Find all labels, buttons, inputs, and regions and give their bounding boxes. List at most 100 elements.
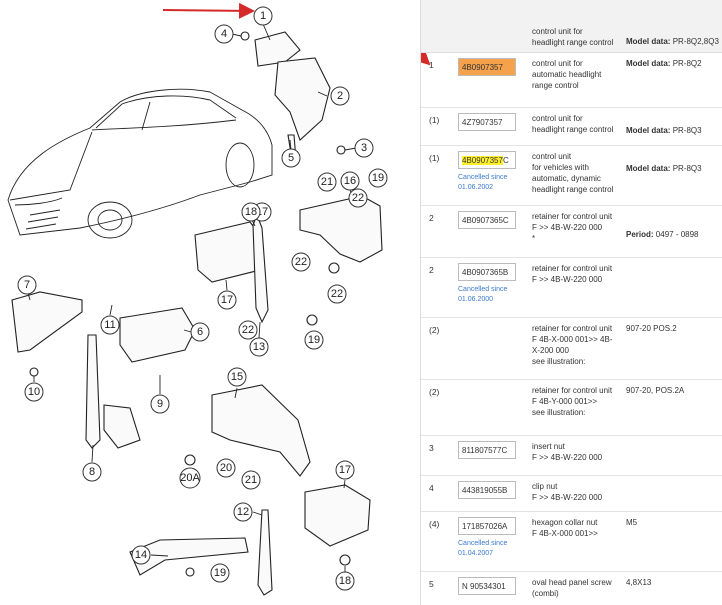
svg-text:9: 9 [157, 398, 163, 410]
callout-22b[interactable]: 22 [291, 252, 311, 272]
svg-text:8: 8 [89, 466, 95, 478]
cancelled-note: Cancelled since 01.06.2002 [458, 174, 508, 191]
callout-4[interactable]: 4 [214, 24, 234, 44]
row-qty: 3 [429, 443, 434, 453]
parts-list: control unit for headlight range control… [420, 0, 722, 605]
row-description: retainer for control unit F 4B-Y-000 001… [532, 386, 613, 417]
row-model: Period: 0497 - 0898 [626, 230, 699, 239]
callout-20A[interactable]: 20A [179, 467, 201, 489]
callout-21a[interactable]: 21 [317, 172, 337, 192]
parts-row[interactable]: 4 443819055B clip nut F >> 4B-W-220 000 [421, 475, 722, 512]
svg-text:14: 14 [135, 549, 147, 561]
callout-21b[interactable]: 21 [241, 470, 261, 490]
svg-text:17: 17 [339, 464, 351, 476]
part-number[interactable]: 811807577C [458, 441, 516, 459]
row-model: 907-20, POS.2A [626, 386, 685, 395]
row-description: retainer for control unit F >> 4B-W-220 … [532, 212, 613, 243]
svg-text:20A: 20A [180, 472, 200, 484]
svg-text:18: 18 [339, 575, 351, 587]
row-model: M5 [626, 518, 638, 527]
part-number[interactable]: 4B0907365B [458, 263, 516, 281]
svg-text:19: 19 [308, 334, 320, 346]
parts-row[interactable]: 2 4B0907365C retainer for control unit F… [421, 205, 722, 258]
row-qty: 1 [429, 60, 434, 70]
row-qty: (2) [429, 387, 440, 397]
callout-18a[interactable]: 18 [241, 202, 261, 222]
svg-text:3: 3 [361, 142, 367, 154]
part-number[interactable]: N 90534301 [458, 577, 516, 595]
cancelled-note: Cancelled since 01.06.2000 [458, 286, 508, 303]
part-number[interactable]: 4Z7907357 [458, 113, 516, 131]
row-qty: (4) [429, 519, 440, 529]
callout-20[interactable]: 20 [216, 458, 236, 478]
svg-text:12: 12 [237, 506, 249, 518]
svg-text:13: 13 [253, 341, 265, 353]
row-description: retainer for control unit F >> 4B-W-220 … [532, 264, 613, 284]
svg-text:17: 17 [221, 294, 233, 306]
callout-16[interactable]: 16 [340, 171, 360, 191]
parts-row[interactable]: 3 811807577C insert nut F >> 4B-W-220 00… [421, 435, 722, 476]
callout-14[interactable]: 14 [131, 545, 151, 565]
callout-6[interactable]: 6 [190, 322, 210, 342]
row-description: control unit for vehicles with automatic… [532, 152, 614, 194]
parts-row[interactable]: (1) 4Z7907357 control unit for headlight… [421, 107, 722, 146]
part-number[interactable]: 171857026A [458, 517, 516, 535]
part-number[interactable]: 4B0907357 [458, 58, 516, 76]
callout-7[interactable]: 7 [17, 275, 37, 295]
row-description: control unit for automatic headlight ran… [532, 59, 602, 90]
callout-12[interactable]: 12 [233, 502, 253, 522]
callout-3[interactable]: 3 [354, 138, 374, 158]
svg-text:22: 22 [242, 324, 254, 336]
callout-18b[interactable]: 18 [335, 571, 355, 591]
callout-9[interactable]: 9 [150, 394, 170, 414]
parts-row[interactable]: 2 4B0907365B Cancelled since 01.06.2000 … [421, 257, 722, 318]
parts-row[interactable]: (4) 171857026A Cancelled since 01.04.200… [421, 511, 722, 572]
callout-22a[interactable]: 22 [348, 188, 368, 208]
row-description: hexagon collar nut F 4B-X-000 001>> [532, 518, 598, 538]
callout-17b[interactable]: 17 [335, 460, 355, 480]
svg-text:21: 21 [321, 176, 333, 188]
svg-text:20: 20 [220, 462, 232, 474]
parts-row[interactable]: 5 N 90534301 oval head panel screw (comb… [421, 571, 722, 605]
parts-list-header: control unit for headlight range control… [421, 0, 722, 53]
svg-text:7: 7 [24, 279, 30, 291]
part-number[interactable]: 443819055B [458, 481, 516, 499]
part-number[interactable]: 4B0907357C [458, 151, 516, 169]
row-qty: (1) [429, 115, 440, 125]
callout-8[interactable]: 8 [82, 462, 102, 482]
callout-15[interactable]: 15 [227, 367, 247, 387]
row-description: oval head panel screw (combi) [532, 578, 612, 598]
callout-19c[interactable]: 19 [210, 563, 230, 583]
callout-22c[interactable]: 22 [327, 284, 347, 304]
parts-row[interactable]: (2) retainer for control unit F 4B-Y-000… [421, 379, 722, 436]
row-qty: 4 [429, 483, 434, 493]
row-model: Model data: PR-8Q2 [626, 59, 702, 68]
row-qty: (2) [429, 325, 440, 335]
part-number[interactable]: 4B0907365C [458, 211, 516, 229]
callout-10[interactable]: 10 [24, 382, 44, 402]
parts-row[interactable]: (1) 4B0907357C Cancelled since 01.06.200… [421, 145, 722, 206]
svg-text:18: 18 [245, 206, 257, 218]
svg-text:16: 16 [344, 175, 356, 187]
parts-row[interactable]: 1 4B0907357 control unit for automatic h… [421, 52, 722, 108]
svg-text:2: 2 [337, 90, 343, 102]
callout-11[interactable]: 11 [100, 315, 120, 335]
red-arrow-to-first-row [421, 48, 431, 66]
svg-text:22: 22 [331, 288, 343, 300]
row-model: 4,8X13 [626, 578, 652, 587]
callout-5[interactable]: 5 [281, 148, 301, 168]
cancelled-note: Cancelled since 01.04.2007 [458, 540, 508, 557]
parts-row[interactable]: (2) retainer for control unit F 4B-X-000… [421, 317, 722, 380]
car-illustration [7, 88, 273, 239]
callout-22d[interactable]: 22 [238, 320, 258, 340]
row-qty: 2 [429, 213, 434, 223]
callout-1[interactable]: 1 [253, 6, 273, 26]
svg-text:22: 22 [295, 256, 307, 268]
callout-17a[interactable]: 17 [217, 290, 237, 310]
svg-text:10: 10 [28, 386, 40, 398]
callout-19b[interactable]: 19 [304, 330, 324, 350]
callout-13[interactable]: 13 [249, 337, 269, 357]
callout-19a[interactable]: 19 [368, 168, 388, 188]
callout-2[interactable]: 2 [330, 86, 350, 106]
row-description: retainer for control unit F 4B-X-000 001… [532, 324, 613, 366]
